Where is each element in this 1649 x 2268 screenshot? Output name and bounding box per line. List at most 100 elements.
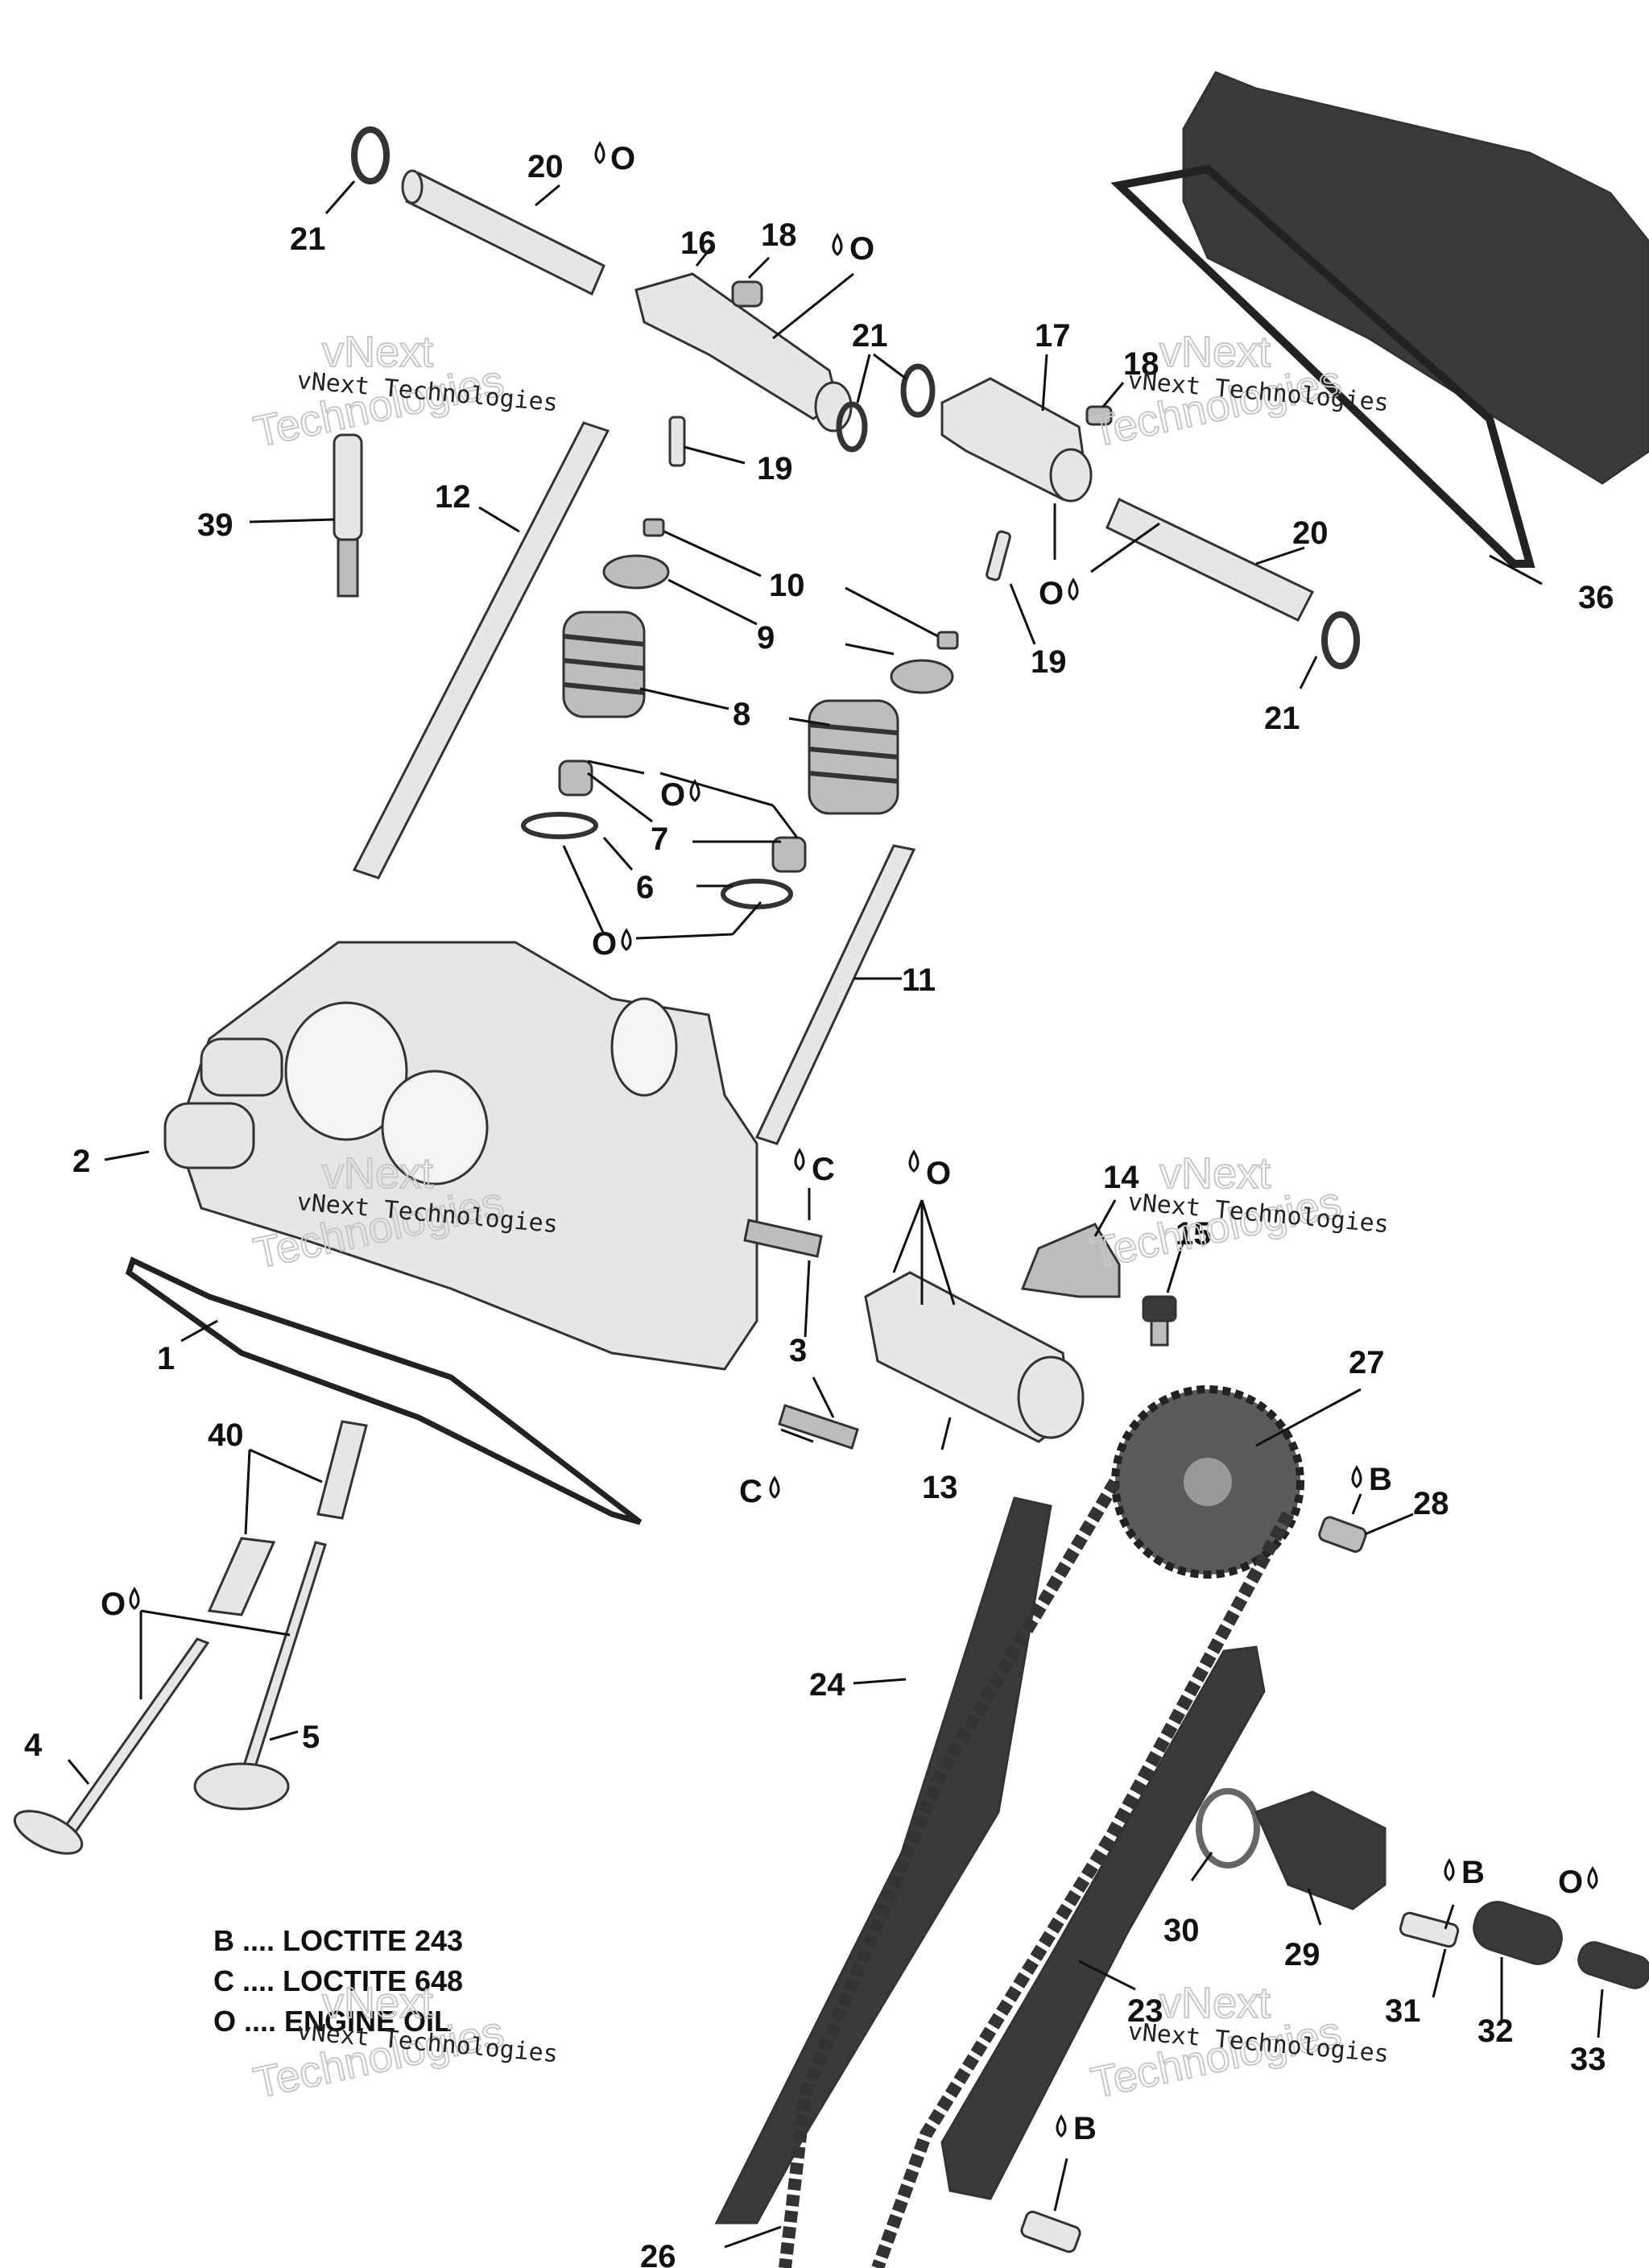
intake-valve-5 [193,1541,327,1811]
callout-32: 32 [1477,2013,1514,2049]
svg-text:B: B [1369,1462,1392,1497]
bolt-bottom [1020,2210,1081,2254]
valve-cover [1110,71,1649,568]
callout-8: 8 [733,697,750,732]
svg-text:vNext: vNext [1159,1979,1271,2027]
adjuster-screw-19-left [668,416,686,467]
loctite-b-marker: B [1056,2111,1097,2146]
valve-spring-8-left [562,610,646,718]
callout-33: 33 [1570,2042,1606,2077]
dowel-pin-3-lower [778,1404,859,1450]
svg-text:vNext: vNext [1159,1149,1271,1198]
loctite-c-marker: C [739,1474,780,1509]
svg-text:C: C [739,1474,763,1509]
callout-13: 13 [922,1470,958,1505]
svg-text:B: B [1073,2111,1097,2146]
loctite-b-marker: B [1444,1855,1485,1890]
svg-text:O: O [610,141,635,176]
oil-marker: O [660,777,701,813]
callout-20-upper: 20 [527,149,564,184]
oil-marker: O [1558,1864,1598,1900]
spring-seat-6-right [721,879,793,909]
o-ring-21-mid-a [836,401,868,453]
timing-chain [779,1478,1295,2268]
valve-keeper-10-left [643,518,665,537]
dowel-pin-3-upper [743,1219,823,1258]
o-ring-30 [1196,1788,1260,1869]
legend-engine-oil: O .... ENGINE OIL [213,2005,452,2038]
camshaft [864,1271,1085,1443]
callout-18-left: 18 [761,217,797,253]
callout-5: 5 [302,1720,320,1755]
head-gasket [125,1256,643,1525]
svg-text:B: B [1461,1855,1485,1890]
tensioner-spring-33 [1577,1941,1649,1989]
svg-text:O: O [849,231,874,267]
svg-text:O: O [592,926,617,962]
callout-4: 4 [24,1728,43,1763]
o-ring-21-lower [1321,611,1360,669]
callout-6: 6 [636,870,654,905]
rocker-shaft-lower [1106,497,1315,622]
oil-marker: O [832,231,874,267]
svg-text:vNext: vNext [1159,328,1271,376]
legend: B .... LOCTITE 243 C .... LOCTITE 648 O … [213,1924,463,2038]
callout-19-right: 19 [1031,644,1067,680]
application-markers: O O O O O O O O B B B C C [101,141,1598,2146]
callout-30: 30 [1163,1913,1200,1948]
callout-21-mid: 21 [852,318,888,354]
callout-31: 31 [1385,1993,1421,2029]
oil-marker: O [592,926,632,962]
callout-21-upper: 21 [290,221,326,257]
callout-36: 36 [1578,580,1614,615]
leader-lines [67,180,1604,2249]
svg-text:C: C [812,1152,835,1187]
callout-40: 40 [208,1418,244,1453]
spring-seat-6-left [521,812,598,839]
spring-retainer-9-right [890,659,954,694]
svg-text:vNext: vNext [322,1149,433,1198]
pushrod-11 [754,844,916,1145]
callout-27: 27 [1349,1345,1385,1380]
svg-text:vNext: vNext [322,1979,433,2027]
svg-text:O: O [926,1156,951,1191]
legend-loctite-648: C .... LOCTITE 648 [213,1964,463,1997]
callout-2: 2 [72,1144,90,1179]
legend-loctite-243: B .... LOCTITE 243 [213,1924,463,1957]
o-ring-21-upper [351,126,390,184]
bolt-31 [1399,1911,1460,1948]
svg-text:O: O [660,777,685,813]
tensioner-plunger-32 [1473,1901,1563,1965]
spring-retainer-9-left [602,554,670,590]
roller-18-left [731,280,763,308]
callout-9: 9 [757,620,775,656]
valve-keeper-10-right [936,631,959,650]
oil-marker: O [594,141,635,176]
cylinder-head [163,941,758,1371]
callout-18-right: 18 [1123,346,1159,382]
valve-guide-40 [207,1420,368,1616]
oil-marker: O [908,1149,951,1191]
valve-seal-7-left [558,759,593,797]
oil-marker: O [101,1587,140,1622]
bracket-14 [1020,1223,1121,1298]
svg-text:vNext: vNext [322,328,433,376]
callout-20-lower: 20 [1292,515,1329,551]
callout-12: 12 [435,479,471,515]
callout-23: 23 [1127,1993,1163,2029]
pushrod-12 [352,421,610,879]
callout-15: 15 [1176,1216,1212,1252]
loctite-c-marker: C [794,1148,835,1187]
watermark-top-left: vNext Technologies vNext Technologies [249,327,559,457]
loctite-b-marker: B [1351,1462,1392,1497]
callout-39: 39 [197,507,234,543]
svg-text:O: O [1558,1864,1583,1900]
callout-16: 16 [680,226,717,261]
exhaust-valve-4 [13,1637,210,1855]
callout-7: 7 [651,822,668,857]
callout-19-left: 19 [757,451,793,486]
valve-seal-7-right [771,836,807,873]
callout-3: 3 [789,1333,807,1368]
oil-marker: O [1039,576,1079,611]
